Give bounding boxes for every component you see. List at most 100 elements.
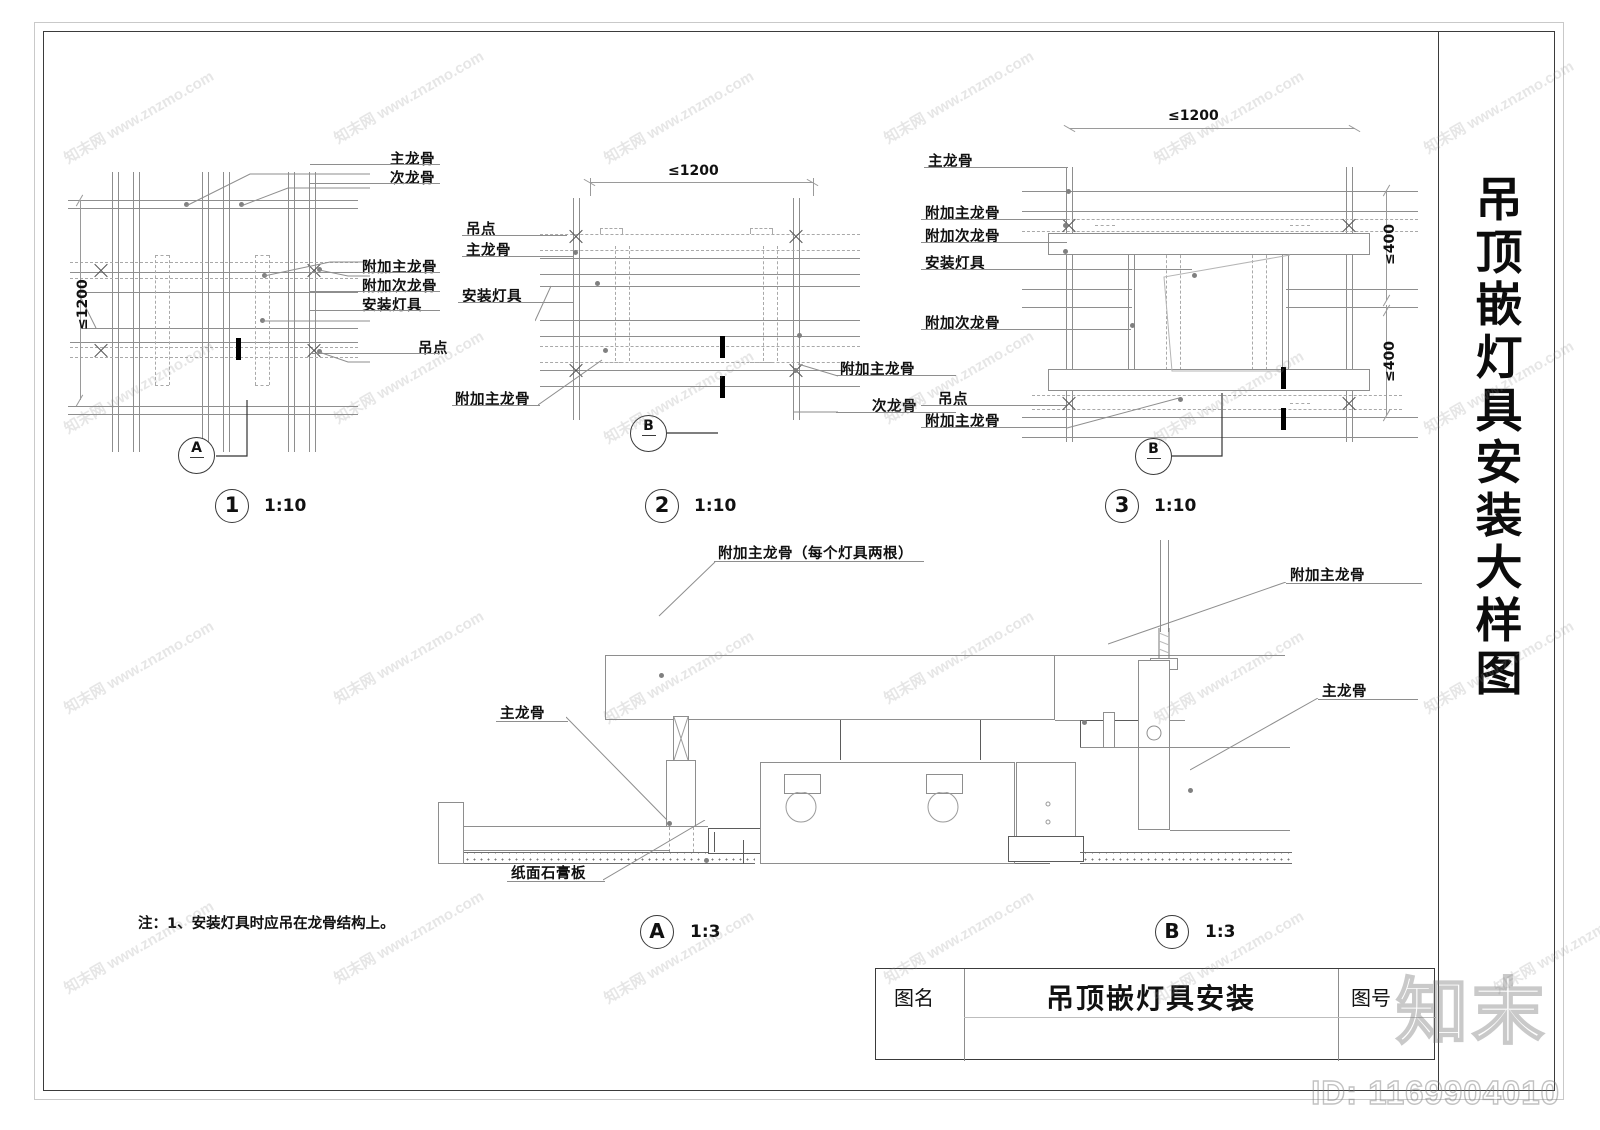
- label-d1-add-sub: 附加次龙骨: [362, 279, 437, 295]
- hanger-point-icon: [567, 228, 585, 246]
- lamp-reflector-icon: [927, 792, 959, 823]
- section-cut-mark: [1281, 408, 1286, 430]
- detail-1-scale: 1:10: [264, 496, 307, 516]
- gypsum-board: [1080, 852, 1292, 864]
- title-char-9: 图: [1475, 646, 1523, 702]
- title-char-8: 样: [1475, 594, 1523, 649]
- hanger-point-icon: [1340, 395, 1358, 413]
- watermark-id: ID: 1169904010: [1310, 1073, 1560, 1111]
- fixture-trim-right: [1008, 836, 1084, 862]
- section-marker-b-d3-letter: B: [1148, 441, 1159, 457]
- label-d3-add-main-top: 附加主龙骨: [925, 206, 1000, 222]
- label-d2-fixture: 安装灯具: [462, 289, 522, 305]
- leader-dA-main-runner: [566, 716, 668, 821]
- leader-d3-bottom: [1066, 397, 1180, 429]
- title-block-divider-1: [964, 969, 965, 1061]
- label-d1-add-main: 附加主龙骨: [362, 260, 437, 276]
- added-runner-box: [1048, 369, 1370, 391]
- title-char-4: 具: [1475, 383, 1523, 439]
- title-block: 图名 吊顶嵌灯具安装 图号: [875, 968, 1436, 1061]
- title-block-divider-2: [1338, 969, 1339, 1061]
- gypsum-board: [455, 852, 755, 864]
- detail-3-number-bubble: 3: [1105, 489, 1139, 523]
- detail-2-drawing: [535, 188, 875, 448]
- hanger-point-icon: [1340, 217, 1358, 235]
- label-d1-hanger: 吊点: [418, 341, 448, 357]
- label-d1-sub-runner: 次龙骨: [390, 171, 435, 187]
- leader-dA-gypsum: [603, 820, 706, 881]
- detail-3-dim-v2-text: ≤400: [1382, 341, 1398, 382]
- detail-3-dim-h-text: ≤1200: [1168, 108, 1219, 124]
- section-marker-b-d2-leader: [667, 432, 718, 434]
- fixture-edge-icon: [78, 291, 97, 329]
- section-marker-b-d3-leader: [1172, 393, 1223, 457]
- section-cut-mark: [720, 376, 725, 398]
- label-d3-add-sub-mid: 附加次龙骨: [925, 316, 1000, 332]
- main-runner-vertical: [1138, 660, 1170, 830]
- detail-1-drawing: [60, 150, 440, 530]
- fixture-edge-icon: [535, 285, 552, 322]
- section-marker-b-d2: B: [630, 415, 667, 452]
- title-char-6: 装: [1475, 488, 1523, 544]
- section-cut-mark: [1281, 367, 1286, 389]
- detail-2-dim-text: ≤1200: [668, 163, 719, 179]
- title-block-title-value: 吊顶嵌灯具安装: [1045, 982, 1256, 1015]
- detail-1-dim-text: ≤1200: [75, 279, 91, 330]
- sheet-vertical-title: 吊 顶 嵌 灯 具 安 装 大 样 图: [1443, 173, 1555, 702]
- lamp-reflector-icon: [785, 792, 817, 823]
- section-marker-b-d2-letter: B: [643, 418, 654, 434]
- leader-dB-add-main: [1108, 582, 1287, 645]
- label-d1-main-runner: 主龙骨: [390, 152, 435, 168]
- clip-bolt: [1103, 712, 1115, 748]
- detail-ab-drawing: [438, 540, 1460, 940]
- section-marker-a-leader: [216, 400, 248, 457]
- runner-hole-icon: [1146, 725, 1162, 741]
- bolt-thread-icon: [673, 716, 689, 761]
- detail-b-scale: 1:3: [1205, 922, 1236, 942]
- detail-3-dim-v1-text: ≤400: [1382, 224, 1398, 265]
- detail-2-scale: 1:10: [694, 496, 737, 516]
- threaded-rod-icon: [1158, 628, 1170, 661]
- hanger-point-icon: [787, 228, 805, 246]
- detail-3-scale: 1:10: [1154, 496, 1197, 516]
- title-block-number-label: 图号: [1351, 986, 1391, 1010]
- leader-lines: [185, 173, 370, 363]
- leader-d2-left: [538, 359, 603, 406]
- label-dA-add-main: 附加主龙骨（每个灯具两根）: [718, 546, 913, 562]
- fixture-profile: [1163, 254, 1291, 372]
- title-char-2: 嵌: [1475, 278, 1523, 334]
- title-char-0: 吊: [1475, 173, 1523, 228]
- watermark-logo: 知末: [1395, 969, 1548, 1055]
- label-d2-main-runner: 主龙骨: [466, 243, 511, 259]
- section-marker-a: A: [178, 437, 215, 474]
- detail-a-scale: 1:3: [690, 922, 721, 942]
- title-char-7: 大: [1475, 541, 1523, 597]
- label-d3-fixture: 安装灯具: [925, 256, 985, 272]
- drawing-note: 注：1、安装灯具时应吊在龙骨结构上。: [138, 916, 395, 932]
- label-d3-main-runner: 主龙骨: [928, 154, 973, 170]
- label-d2-sub-runner: 次龙骨: [872, 399, 917, 415]
- label-d2-hanger: 吊点: [466, 222, 496, 238]
- sheet-title-divider: [1438, 31, 1439, 1091]
- title-char-1: 顶: [1475, 225, 1523, 281]
- leader-d2-right: [794, 363, 839, 413]
- detail-a-number-bubble: A: [640, 915, 674, 949]
- leader-dA-add-main: [658, 561, 716, 617]
- label-dA-main-runner: 主龙骨: [500, 706, 545, 722]
- section-cut-mark: [236, 338, 241, 360]
- lamp-body: [784, 774, 821, 794]
- detail-b-number-bubble: B: [1155, 915, 1189, 949]
- added-main-runner-beam: [605, 655, 1055, 720]
- section-cut-mark: [720, 336, 725, 358]
- title-block-row-divider: [964, 1017, 1436, 1018]
- label-d2-add-main-right: 附加主龙骨: [840, 362, 915, 378]
- label-d3-hanger: 吊点: [938, 392, 968, 408]
- title-char-5: 安: [1475, 436, 1523, 492]
- label-dB-add-main: 附加主龙骨: [1290, 568, 1365, 584]
- title-char-3: 灯: [1475, 330, 1523, 386]
- detail-2-number-bubble: 2: [645, 489, 679, 523]
- label-d3-add-sub-top: 附加次龙骨: [925, 229, 1000, 245]
- leader-dB-main-runner: [1190, 698, 1319, 771]
- outer-trim: [438, 802, 464, 864]
- sheet-outer-border: [34, 22, 1564, 1100]
